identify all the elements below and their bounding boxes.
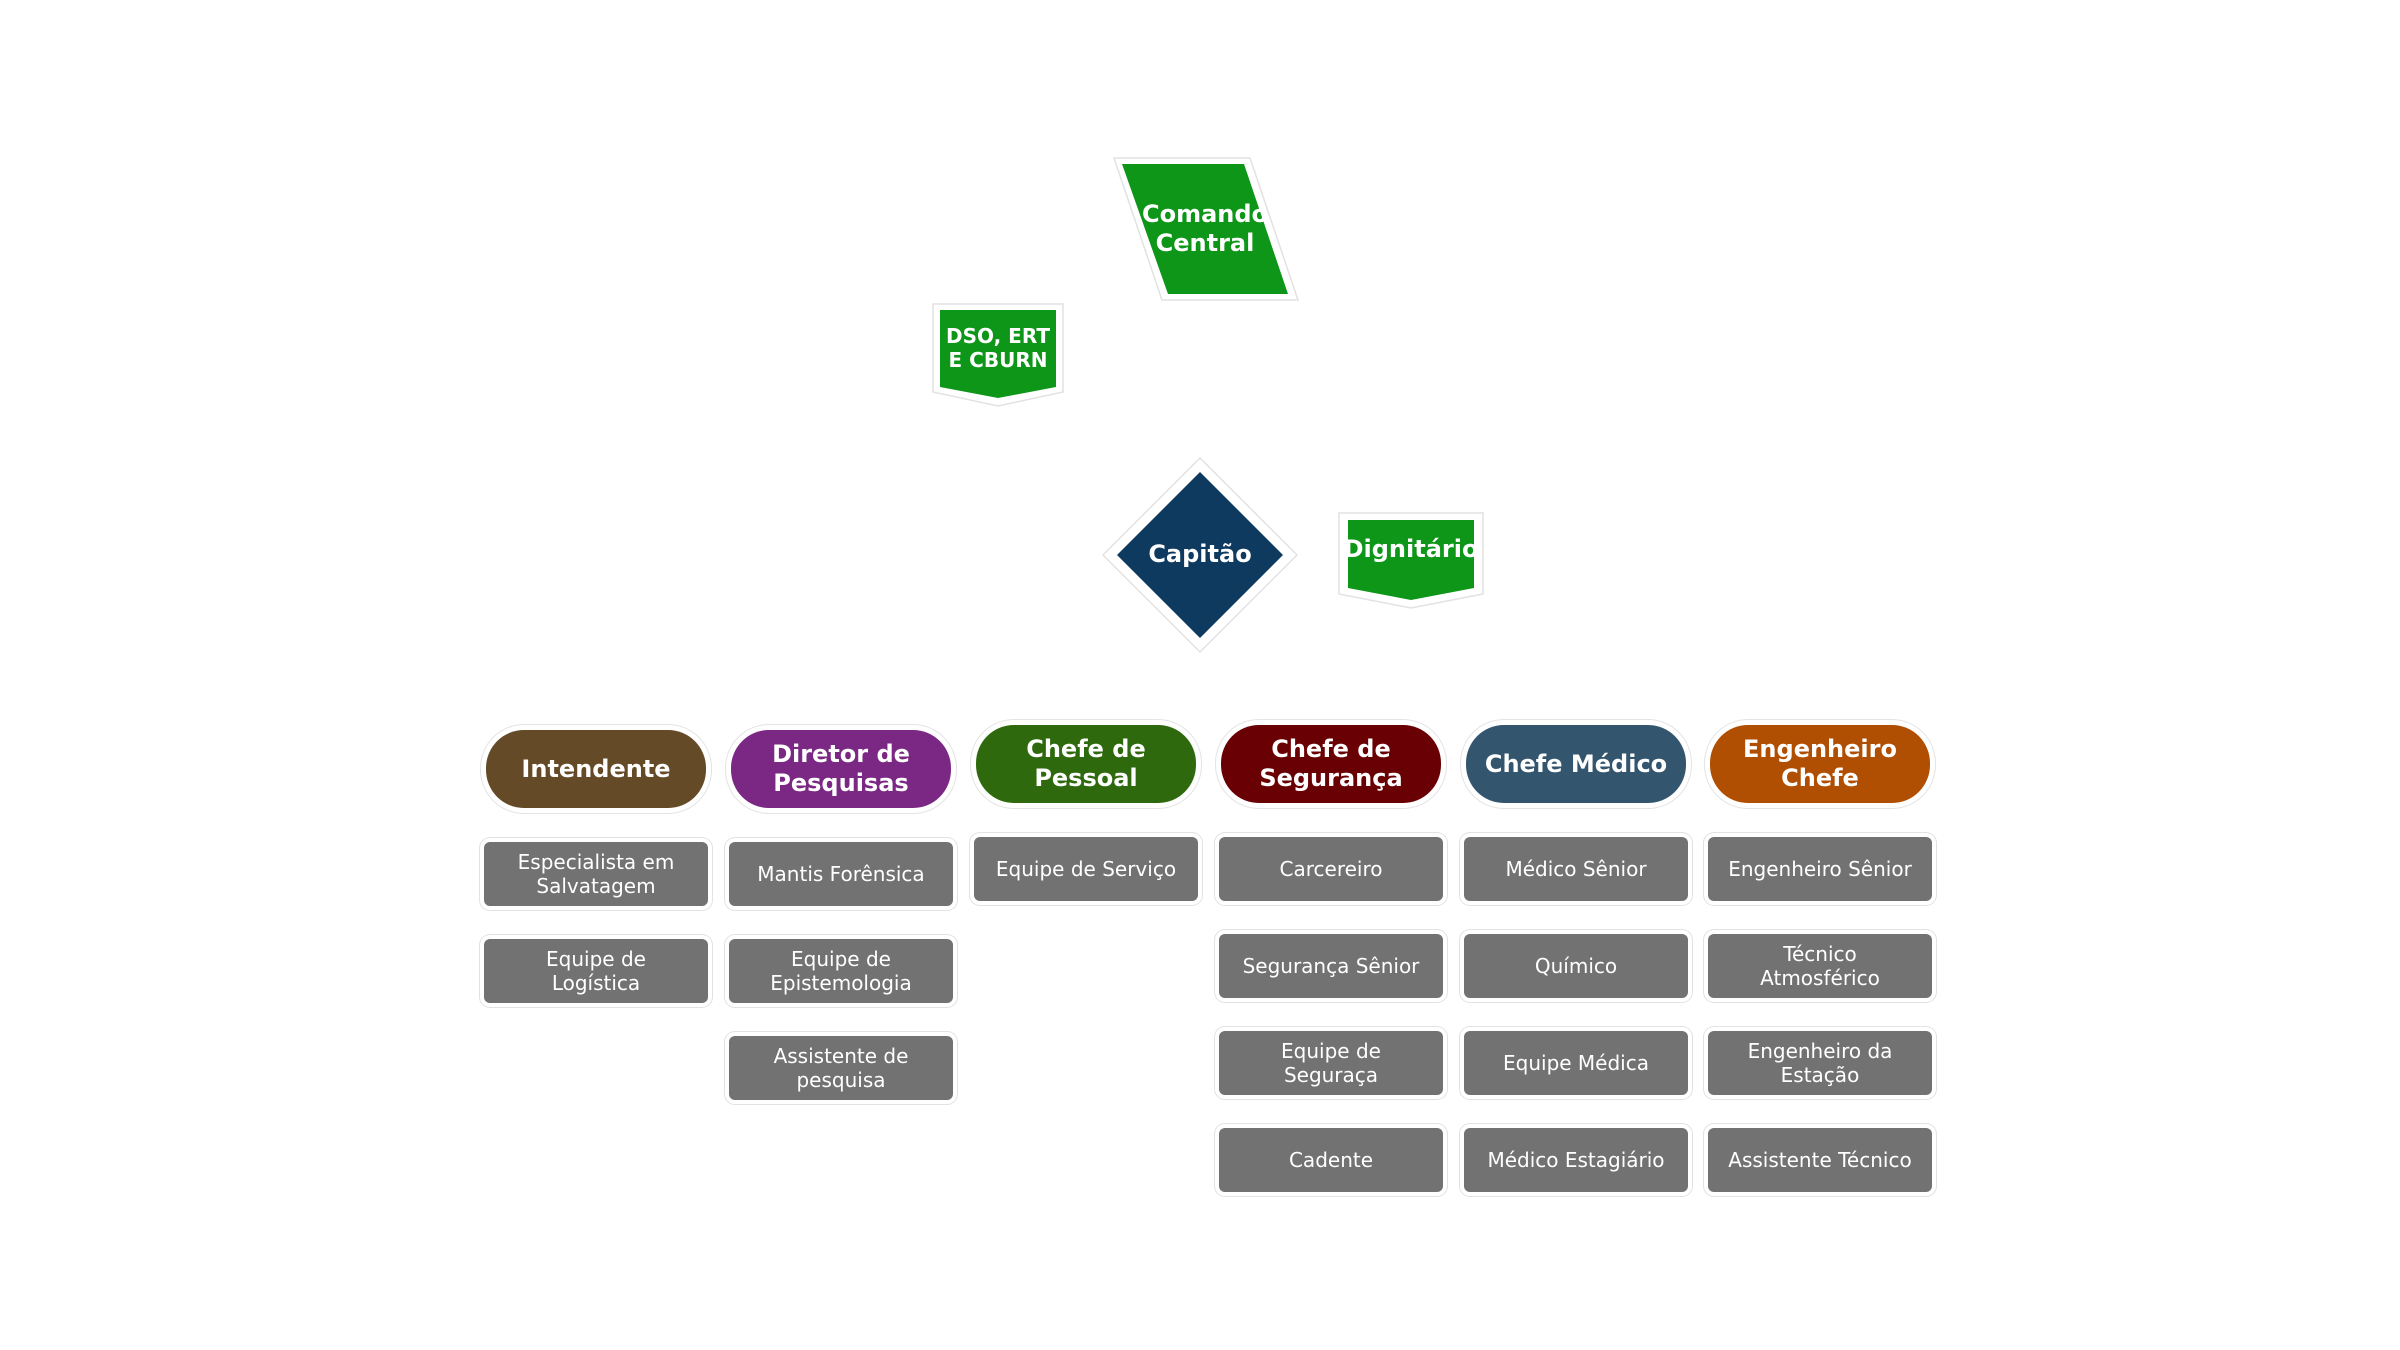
item-tecnico-atmosferico: Técnico Atmosférico: [1708, 934, 1932, 998]
dso-ert-cburn-shape: [932, 303, 1064, 407]
head-chefe-de-pessoal: Chefe de Pessoal: [976, 725, 1196, 803]
item-especialista-em-salvatagem: Especialista em Salvatagem: [484, 842, 708, 906]
comando-central-label: Comando Central: [1141, 199, 1269, 257]
item-equipe-de-seguraca: Equipe de Seguraça: [1219, 1031, 1443, 1095]
item-mantis-forensica: Mantis Forênsica: [729, 842, 953, 906]
head-engenheiro-chefe: Engenheiro Chefe: [1710, 725, 1930, 803]
item-seguranca-senior: Segurança Sênior: [1219, 934, 1443, 998]
item-engenheiro-senior: Engenheiro Sênior: [1708, 837, 1932, 901]
capitao-shape: [1101, 456, 1299, 654]
dso-ert-cburn-label: DSO, ERT E CBURN: [946, 323, 1050, 372]
item-equipe-de-servico: Equipe de Serviço: [974, 837, 1198, 901]
item-engenheiro-da-estacao: Engenheiro da Estação: [1708, 1031, 1932, 1095]
capitao-label: Capitão: [1148, 540, 1252, 569]
dignitario-label: Dignitário: [1343, 535, 1479, 564]
head-intendente: Intendente: [486, 730, 706, 808]
item-equipe-de-logistica: Equipe de Logística: [484, 939, 708, 1003]
item-carcereiro: Carcereiro: [1219, 837, 1443, 901]
item-medico-estagiario: Médico Estagiário: [1464, 1128, 1688, 1192]
item-quimico: Químico: [1464, 934, 1688, 998]
item-equipe-medica: Equipe Médica: [1464, 1031, 1688, 1095]
item-cadente: Cadente: [1219, 1128, 1443, 1192]
item-medico-senior: Médico Sênior: [1464, 837, 1688, 901]
head-diretor-de-pesquisas: Diretor de Pesquisas: [731, 730, 951, 808]
item-equipe-de-epistemologia: Equipe de Epistemologia: [729, 939, 953, 1003]
item-assistente-tecnico: Assistente Técnico: [1708, 1128, 1932, 1192]
head-chefe-medico: Chefe Médico: [1466, 725, 1686, 803]
head-chefe-de-seguranca: Chefe de Segurança: [1221, 725, 1441, 803]
comando-central-shape: [1112, 157, 1300, 301]
dignitario-shape: [1338, 512, 1484, 609]
item-assistente-de-pesquisa: Assistente de pesquisa: [729, 1036, 953, 1100]
